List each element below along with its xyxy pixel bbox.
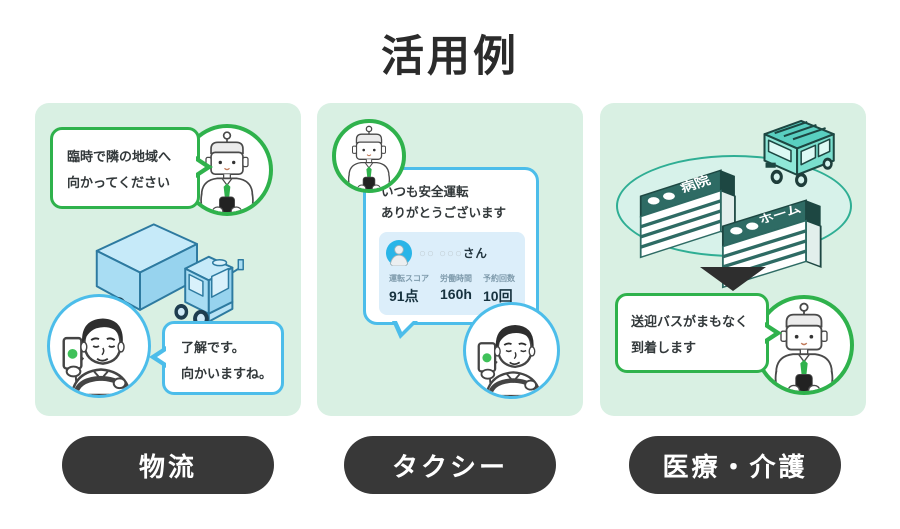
- bubble-tail: [157, 349, 169, 365]
- down-arrow-icon: [700, 267, 766, 291]
- robot-operator-icon: [774, 302, 834, 391]
- driver-report-card: いつも安全運転 ありがとうございます ○○ ○○○さん 運転スコア: [363, 167, 539, 339]
- bubble-tail: [762, 325, 774, 341]
- driver-speech-bubble: 了解です。 向かいますね。: [149, 321, 284, 395]
- bubble-text-line: 向かいますね。: [181, 366, 273, 381]
- bubble-text-line: 到着します: [631, 340, 697, 355]
- driver-avatar: [47, 294, 151, 398]
- stat-value: 160h: [440, 286, 472, 302]
- stat-label: 運転スコア: [389, 274, 429, 283]
- stat-work-hours: 労働時間 160h: [440, 273, 472, 306]
- driver-stats-box: ○○ ○○○さん 運転スコア 91点 労働時間 160h 予約回数 10回: [379, 232, 525, 315]
- stat-reservations: 予約回数 10回: [483, 273, 515, 306]
- manager-speech-bubble: 臨時で隣の地域へ 向かってください: [50, 127, 213, 209]
- message-line: いつも安全運転: [381, 185, 469, 199]
- driver-name-masked: ○○ ○○○: [419, 248, 463, 260]
- category-pill-taxi: タクシー: [344, 436, 556, 494]
- bubble-text-line: 了解です。: [181, 340, 245, 355]
- card-tail: [396, 319, 415, 332]
- driver-name-honorific: さん: [462, 248, 488, 260]
- bubble-tail: [193, 159, 205, 175]
- category-pill-medical: 医療・介護: [629, 436, 841, 494]
- category-label: タクシー: [391, 451, 508, 482]
- shuttle-van-illustration: [763, 119, 835, 188]
- category-pill-logistics: 物流: [62, 436, 274, 494]
- driver-with-phone-icon: [62, 318, 132, 395]
- shuttle-speech-bubble: 送迎バスがまもなく 到着します: [615, 293, 782, 373]
- message-line: ありがとうございます: [381, 206, 507, 220]
- category-label: 物流: [138, 451, 197, 482]
- panel-logistics: 臨時で隣の地域へ 向かってください: [35, 103, 301, 416]
- driver-name: ○○ ○○○さん: [419, 245, 488, 261]
- driver-avatar: [463, 302, 560, 399]
- category-label: 医療・介護: [662, 451, 808, 482]
- driver-name-row: ○○ ○○○さん: [386, 240, 518, 266]
- robot-operator-icon: [347, 125, 391, 189]
- manager-avatar: [332, 119, 406, 193]
- thank-you-message: いつも安全運転 ありがとうございます: [381, 182, 536, 224]
- manager-avatar: [754, 295, 854, 395]
- user-avatar-icon: [386, 240, 412, 266]
- panel-taxi: いつも安全運転 ありがとうございます ○○ ○○○さん 運転スコア: [317, 103, 583, 416]
- bubble-text-line: 臨時で隣の地域へ: [67, 149, 172, 164]
- stat-label: 労働時間: [440, 274, 472, 283]
- stat-value: 91点: [389, 288, 419, 304]
- driver-with-phone-icon: [477, 325, 542, 396]
- hospital-building-illustration: 病院: [639, 169, 736, 259]
- bubble-text-line: 送迎バスがまもなく: [631, 314, 749, 329]
- stat-label: 予約回数: [483, 274, 515, 283]
- bubble-text-line: 向かってください: [67, 175, 170, 190]
- page-title: 活用例: [381, 33, 519, 81]
- panel-medical: 病院 ホーム: [600, 103, 866, 416]
- driver-stats-row: 運転スコア 91点 労働時間 160h 予約回数 10回: [386, 273, 518, 306]
- stat-value: 10回: [483, 288, 513, 304]
- stat-driving-score: 運転スコア 91点: [389, 273, 429, 306]
